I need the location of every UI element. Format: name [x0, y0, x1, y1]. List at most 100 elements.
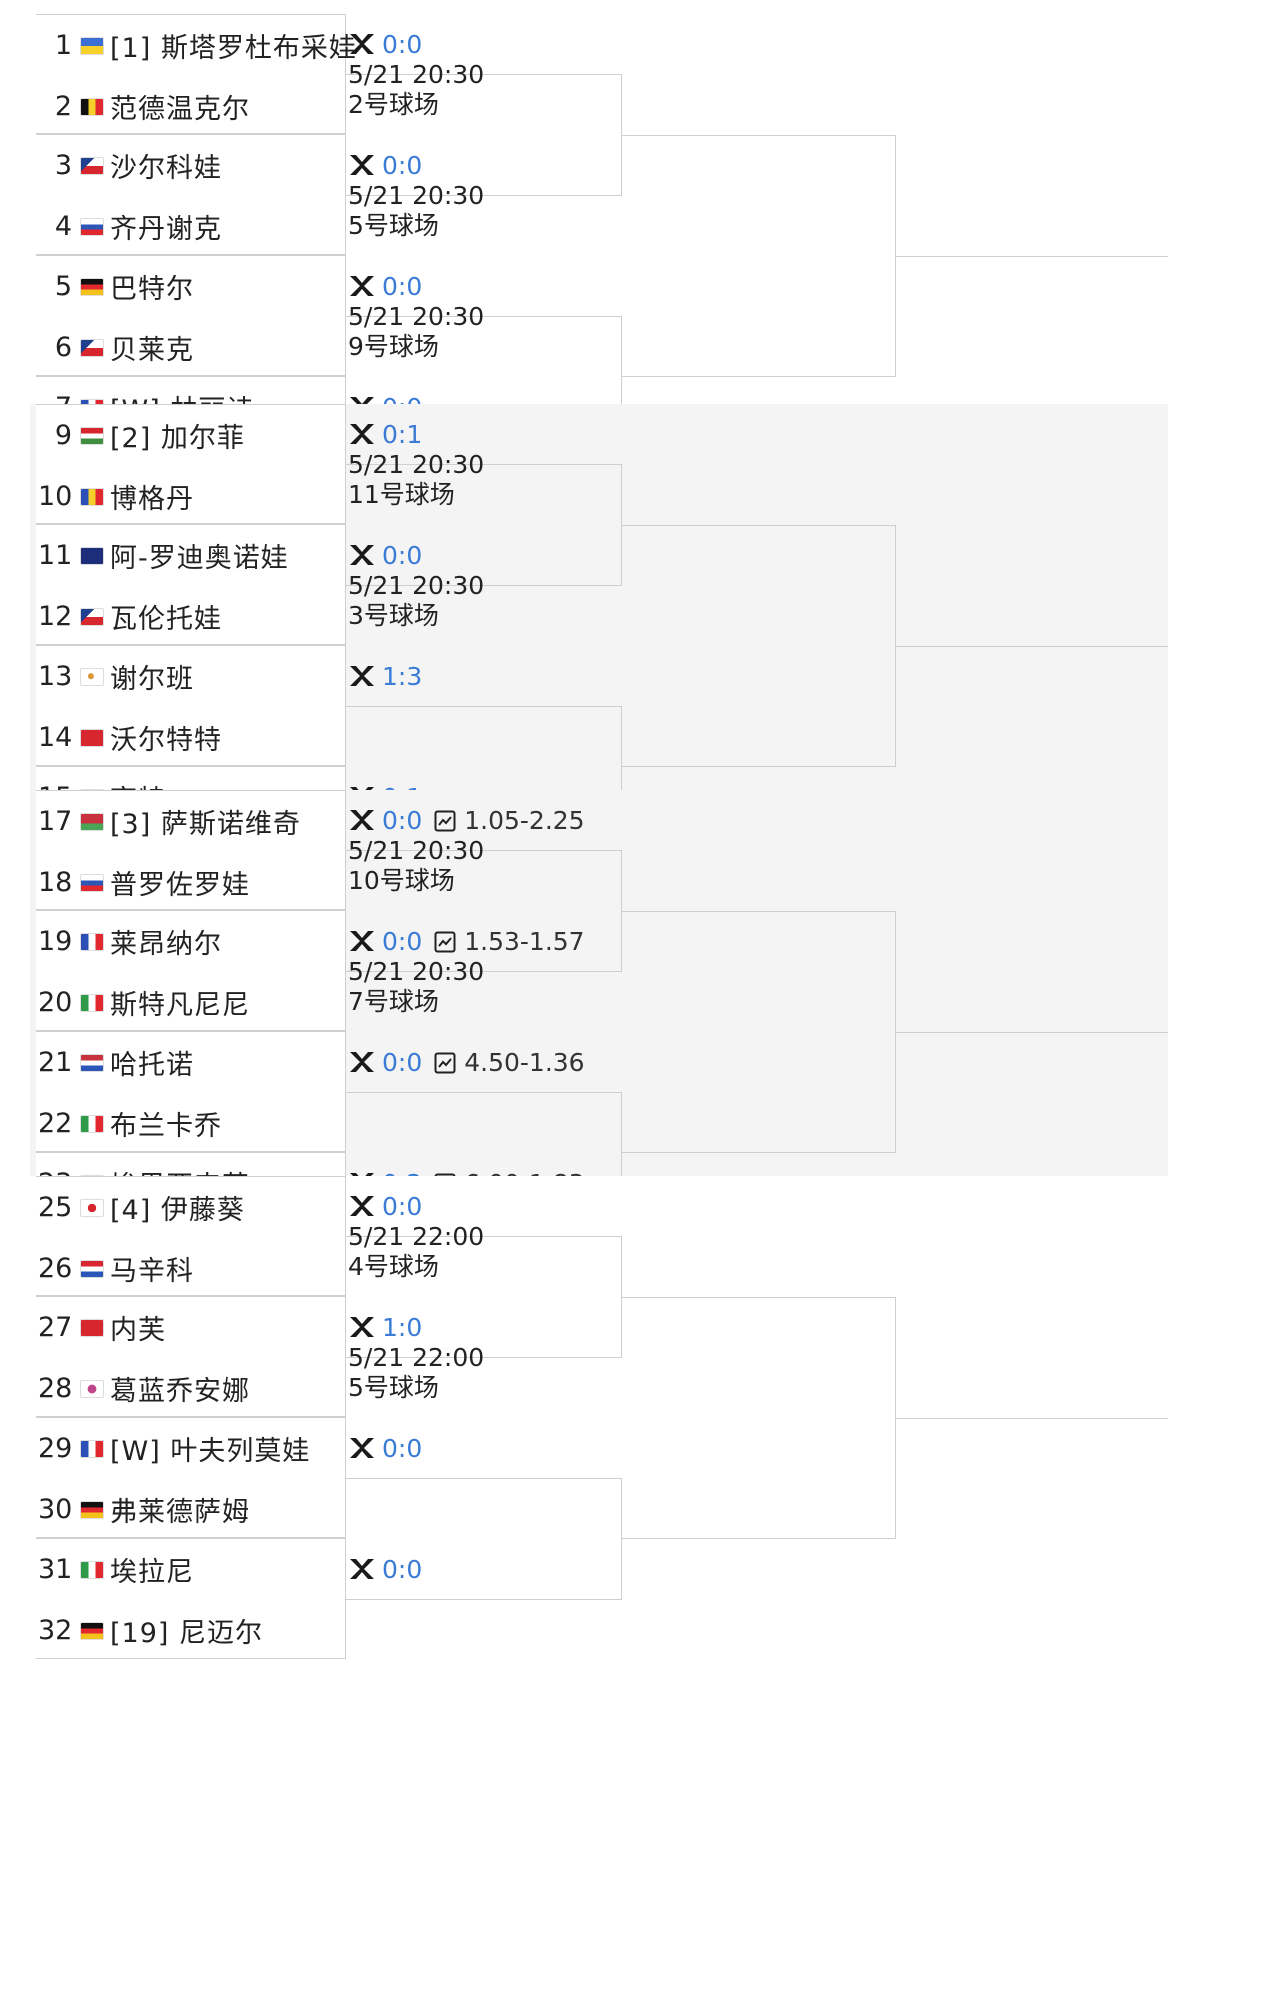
- player-name[interactable]: 内芙: [110, 1315, 166, 1346]
- czech-flag-icon: [80, 338, 104, 357]
- player-name[interactable]: 沃尔特特: [110, 725, 222, 756]
- player-name[interactable]: 哈托诺: [110, 1050, 194, 1081]
- player-name[interactable]: 斯特凡尼尼: [110, 990, 250, 1021]
- odds-chart-icon[interactable]: [434, 810, 456, 832]
- match-info[interactable]: 0:0: [348, 1434, 422, 1464]
- match-score[interactable]: 0:0: [382, 30, 423, 59]
- match-score[interactable]: 0:0: [382, 1048, 423, 1077]
- player-name[interactable]: 莱昂纳尔: [110, 929, 222, 960]
- match-score[interactable]: 0:0: [382, 541, 423, 570]
- match-score[interactable]: 0:0: [382, 272, 423, 301]
- match-score[interactable]: 0:0: [382, 1555, 423, 1584]
- player-name[interactable]: 贝莱克: [110, 335, 194, 366]
- player-name[interactable]: [19] 尼迈尔: [110, 1618, 264, 1649]
- match-score[interactable]: 0:0: [382, 1192, 423, 1221]
- odds-chart-icon[interactable]: [434, 1052, 456, 1074]
- player-name[interactable]: 巴特尔: [110, 274, 194, 305]
- player-name[interactable]: [3] 萨斯诺维奇: [110, 809, 301, 840]
- match-info[interactable]: 0:0: [348, 1555, 422, 1585]
- player-name[interactable]: 范德温克尔: [110, 94, 250, 125]
- draw-number: 29: [38, 1433, 73, 1464]
- player-name[interactable]: 阿-罗迪奥诺娃: [110, 543, 289, 574]
- player-name[interactable]: 普罗佐罗娃: [110, 870, 250, 901]
- player-name[interactable]: 弗莱德萨姆: [110, 1497, 250, 1528]
- player-row[interactable]: 21 哈托诺: [36, 1032, 194, 1093]
- player-name[interactable]: [4] 伊藤葵: [110, 1195, 245, 1226]
- player-name[interactable]: 瓦伦托娃: [110, 604, 222, 635]
- player-row[interactable]: 29 [W] 叶夫列莫娃: [36, 1418, 310, 1479]
- match-court: 9号球场: [348, 332, 439, 361]
- player-name[interactable]: 葛蓝乔安娜: [110, 1376, 250, 1407]
- player-row[interactable]: 25[4] 伊藤葵: [36, 1177, 245, 1238]
- player-name[interactable]: 布兰卡乔: [110, 1111, 222, 1142]
- match-score[interactable]: 0:0: [382, 1434, 423, 1463]
- match-info[interactable]: 1:3: [348, 662, 422, 692]
- player-row[interactable]: 1[1] 斯塔罗杜布采娃: [36, 15, 357, 76]
- player-row[interactable]: 9[2] 加尔菲: [36, 405, 245, 466]
- ball-icon: [350, 545, 374, 565]
- match-score[interactable]: 1:3: [382, 662, 423, 691]
- match-score[interactable]: 0:0: [382, 806, 423, 835]
- player-row[interactable]: 32[19] 尼迈尔: [36, 1600, 263, 1661]
- player-name[interactable]: 沙尔科娃: [110, 153, 222, 184]
- match-score[interactable]: 0:0: [382, 151, 423, 180]
- player-name[interactable]: [W] 叶夫列莫娃: [110, 1436, 311, 1467]
- match-score[interactable]: 0:0: [382, 927, 423, 956]
- player-row[interactable]: 17[3] 萨斯诺维奇: [36, 791, 301, 852]
- match-score[interactable]: 0:1: [382, 420, 423, 449]
- player-name[interactable]: [2] 加尔菲: [110, 423, 245, 454]
- match-score[interactable]: 1:0: [382, 1313, 423, 1342]
- player-name[interactable]: 博格丹: [110, 484, 194, 515]
- player-name[interactable]: 齐丹谢克: [110, 214, 222, 245]
- player-name[interactable]: [1] 斯塔罗杜布采娃: [110, 33, 357, 64]
- player-name[interactable]: 埃拉尼: [110, 1557, 194, 1588]
- draw-number: 21: [38, 1047, 73, 1078]
- player-name[interactable]: 谢尔班: [110, 664, 194, 695]
- player-name[interactable]: 马辛科: [110, 1256, 194, 1287]
- odds-chart-icon[interactable]: [434, 931, 456, 953]
